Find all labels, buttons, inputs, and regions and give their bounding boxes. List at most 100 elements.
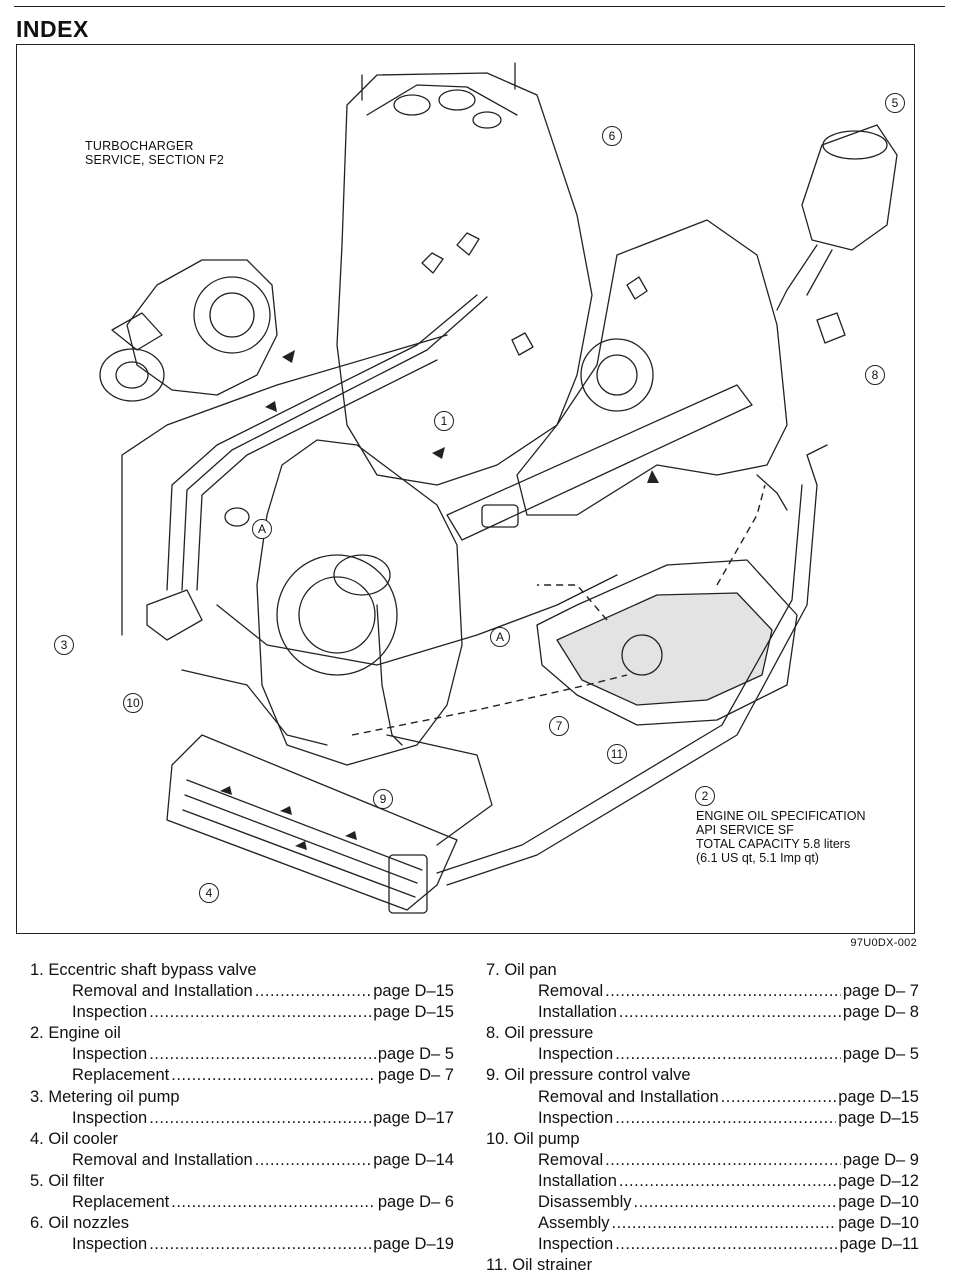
callout-2: 2 bbox=[695, 786, 715, 806]
index-entry: Inspection page D–15 bbox=[30, 1002, 454, 1023]
index-entry: Inspectionpage D–15 bbox=[486, 1108, 919, 1129]
leader-dots bbox=[615, 1044, 841, 1065]
index-group-title: 11. Oil strainer bbox=[486, 1256, 593, 1275]
rear-housing bbox=[516, 219, 788, 516]
index-entry-page: page D–15 bbox=[838, 1087, 919, 1106]
callout-1: 1 bbox=[434, 411, 454, 431]
index-entry-label: Inspection bbox=[72, 1045, 148, 1064]
index-entry-label: Installation bbox=[538, 1003, 617, 1022]
index-entry: Disassembly page D–10 bbox=[486, 1192, 919, 1213]
index-entry: Inspectionpage D–19 bbox=[30, 1234, 454, 1255]
index-entry: Assembly page D–10 bbox=[486, 1213, 919, 1234]
index-group-title: 8. Oil pressure bbox=[486, 1024, 594, 1043]
leader-dots bbox=[605, 1150, 841, 1171]
index-group-title: 1. Eccentric shaft bypass valve bbox=[30, 961, 257, 979]
index-entry-label: Inspection bbox=[538, 1235, 614, 1254]
index-entry-label: Installation bbox=[538, 1171, 617, 1190]
index-group-title: 4. Oil cooler bbox=[30, 1129, 119, 1148]
index-entry: Inspection page D–17 bbox=[30, 1108, 454, 1129]
index-entry: Inspectionpage D– 5 bbox=[30, 1044, 454, 1065]
figure-code: 97U0DX-002 bbox=[850, 937, 917, 949]
oil-cooler bbox=[166, 734, 458, 911]
index-entry: Removalpage D– 9 bbox=[486, 1150, 919, 1171]
index-entry-page: page D– 9 bbox=[842, 1150, 919, 1169]
index-entry-page: page D–12 bbox=[838, 1171, 919, 1190]
leader-dots bbox=[721, 1087, 837, 1108]
leader-dots bbox=[612, 1213, 837, 1234]
engine-lubrication-diagram: TURBOCHARGER SERVICE, SECTION F2 A A 1 2… bbox=[16, 44, 915, 934]
index-entry-page: page D– 7 bbox=[377, 1066, 454, 1085]
turbo-note-line: TURBOCHARGER bbox=[85, 139, 194, 153]
leader-dots bbox=[255, 1150, 372, 1171]
index-entry-page: page D–17 bbox=[373, 1108, 454, 1127]
index-entry-page: page D–10 bbox=[838, 1214, 919, 1233]
index-entry-label: Removal bbox=[538, 982, 604, 1001]
index-entry-label: Inspection bbox=[538, 1045, 614, 1064]
intake-manifold bbox=[336, 72, 593, 486]
index-entry-page: page D–14 bbox=[373, 1150, 454, 1169]
oil-spec-line: TOTAL CAPACITY 5.8 liters bbox=[696, 837, 851, 851]
index-entry-page: page D–10 bbox=[838, 1193, 919, 1212]
index-entry-label: Inspection bbox=[72, 1235, 148, 1254]
index-entry: Removal and Installation page D–14 bbox=[30, 1150, 454, 1171]
leader-dots bbox=[615, 1234, 837, 1255]
index-entry-page: page D–15 bbox=[373, 1003, 454, 1022]
index-entry-label: Inspection bbox=[538, 1108, 614, 1127]
oil-spec-line: ENGINE OIL SPECIFICATION bbox=[696, 809, 866, 823]
cooler-hose-outer bbox=[446, 444, 828, 886]
leader-dots bbox=[619, 1171, 836, 1192]
leader-dots bbox=[149, 1234, 371, 1255]
leader-dots bbox=[171, 1192, 376, 1213]
top-rule bbox=[14, 6, 945, 7]
leader-dots bbox=[149, 1108, 371, 1129]
callout-9: 9 bbox=[373, 789, 393, 809]
oil-spec-line: (6.1 US qt, 5.1 Imp qt) bbox=[696, 851, 819, 865]
index-group-title: 10. Oil pump bbox=[486, 1129, 580, 1148]
callout-6: 6 bbox=[602, 126, 622, 146]
index-entry-label: Removal and Installation bbox=[72, 1150, 253, 1169]
index-entry-label: Replacement bbox=[72, 1193, 170, 1212]
turbocharger bbox=[126, 259, 278, 396]
callout-7: 7 bbox=[549, 716, 569, 736]
page-title: INDEX bbox=[16, 16, 89, 42]
marker-a: A bbox=[252, 519, 272, 539]
index-entry-page: page D–11 bbox=[839, 1235, 919, 1254]
index-right-column: 7. Oil panRemovalpage D– 7Installationpa… bbox=[486, 960, 919, 1276]
index-group-title: 3. Metering oil pump bbox=[30, 1087, 180, 1106]
oil-pan bbox=[536, 559, 798, 726]
leader-dots bbox=[171, 1065, 376, 1086]
index-entry-label: Removal and Installation bbox=[538, 1087, 719, 1106]
index-entry-label: Assembly bbox=[538, 1214, 610, 1233]
index-entry: Replacement page D– 6 bbox=[30, 1192, 454, 1213]
index-entry-label: Inspection bbox=[72, 1003, 148, 1022]
leader-dots bbox=[149, 1002, 371, 1023]
index-entry: Removal and Installation page D–15 bbox=[486, 1087, 919, 1108]
index-entry-label: Replacement bbox=[72, 1066, 170, 1085]
index-group-title: 9. Oil pressure control valve bbox=[486, 1066, 691, 1085]
index-entry: Installationpage D– 8 bbox=[486, 1002, 919, 1023]
leader-dots bbox=[149, 1044, 376, 1065]
oil-spec-line: API SERVICE SF bbox=[696, 823, 794, 837]
oil-spec: ENGINE OIL SPECIFICATION API SERVICE SF … bbox=[696, 809, 865, 865]
index-entry-label: Disassembly bbox=[538, 1193, 632, 1212]
callout-10: 10 bbox=[123, 693, 143, 713]
index-group-title: 7. Oil pan bbox=[486, 961, 557, 979]
callout-11: 11 bbox=[607, 744, 627, 764]
index-entry-page: page D– 5 bbox=[842, 1045, 919, 1064]
callout-3: 3 bbox=[54, 635, 74, 655]
index-group-title: 5. Oil filter bbox=[30, 1171, 105, 1190]
index-group-title: 6. Oil nozzles bbox=[30, 1214, 130, 1233]
index-entry-page: page D– 7 bbox=[842, 982, 919, 1001]
callout-8: 8 bbox=[865, 365, 885, 385]
turbo-note: TURBOCHARGER SERVICE, SECTION F2 bbox=[85, 139, 224, 167]
index-entry: Replacement page D– 7 bbox=[30, 1065, 454, 1086]
callout-5: 5 bbox=[885, 93, 905, 113]
marker-a: A bbox=[490, 627, 510, 647]
oil-filter bbox=[801, 124, 898, 251]
index-entry-page: page D–15 bbox=[373, 982, 454, 1001]
index-entry-page: page D– 6 bbox=[377, 1193, 454, 1212]
index-entry-label: Inspection bbox=[72, 1108, 148, 1127]
leader-dots bbox=[619, 1002, 841, 1023]
index-entry: Inspection page D–11 bbox=[486, 1234, 919, 1255]
index-entry: Removal and Installationpage D–15 bbox=[30, 981, 454, 1002]
